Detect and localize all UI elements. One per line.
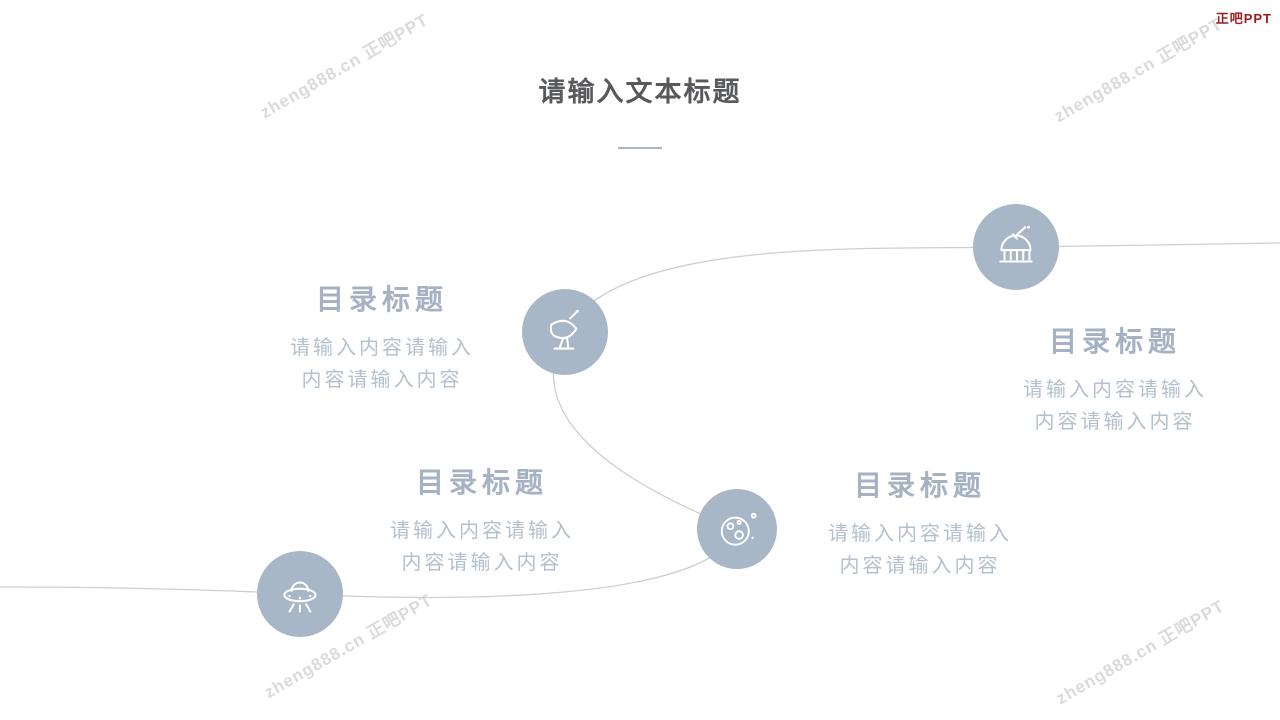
planet-icon: [720, 512, 757, 546]
title-underline: [618, 147, 662, 149]
section-heading: 目录标题: [315, 284, 448, 315]
ufo-icon: [283, 581, 317, 613]
title-block: 请输入文本标题: [0, 70, 1280, 149]
section-right: 目录标题 请输入内容请输入 内容请输入内容: [975, 320, 1255, 438]
ufo-icon-circle: [257, 551, 343, 637]
section-top-left: 目录标题 请输入内容请输入 内容请输入内容: [242, 278, 522, 396]
planet-icon-circle: [697, 489, 777, 569]
section-body: 请输入内容请输入 内容请输入内容: [390, 520, 574, 574]
section-heading: 目录标题: [415, 467, 548, 498]
observatory-icon-circle: [973, 204, 1059, 290]
section-body: 请输入内容请输入 内容请输入内容: [1023, 379, 1207, 433]
section-body: 请输入内容请输入 内容请输入内容: [828, 523, 1012, 577]
brand-logo: 正吧PPT: [1215, 11, 1272, 26]
satellite-dish-icon-circle: [522, 289, 608, 375]
observatory-icon: [999, 225, 1033, 263]
section-heading: 目录标题: [1048, 326, 1181, 357]
satellite-dish-icon: [549, 309, 579, 350]
page-title: 请输入文本标题: [538, 77, 742, 107]
section-bottom-right: 目录标题 请输入内容请输入 内容请输入内容: [780, 464, 1060, 582]
watermark: zheng888.cn 正吧PPT: [1053, 596, 1228, 709]
section-bottom-middle: 目录标题 请输入内容请输入 内容请输入内容: [342, 461, 622, 579]
section-heading: 目录标题: [853, 470, 986, 501]
section-body: 请输入内容请输入 内容请输入内容: [290, 337, 474, 391]
